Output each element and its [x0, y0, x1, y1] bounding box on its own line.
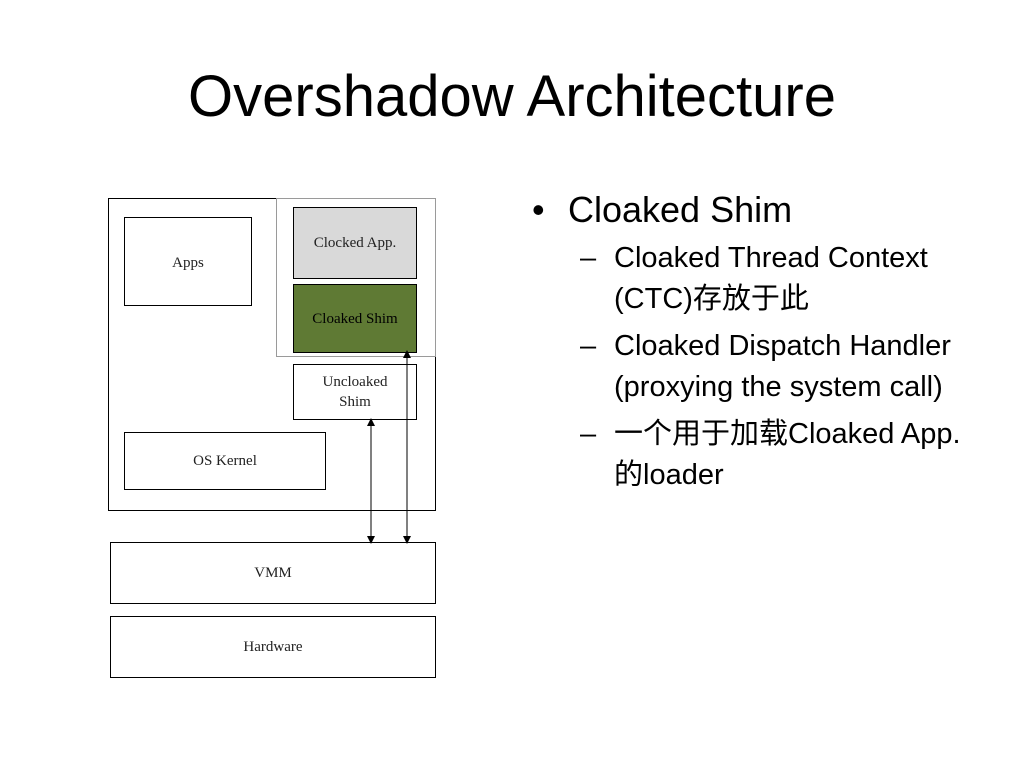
sub-bullet-3: – 一个用于加载Cloaked App.的loader	[580, 414, 972, 496]
bullet-dot-icon: •	[532, 189, 545, 230]
bullet-main: • Cloaked Shim	[532, 188, 972, 232]
bullet-main-text: Cloaked Shim	[568, 189, 793, 230]
dash-icon: –	[580, 330, 597, 362]
cloaked-region	[276, 198, 436, 357]
slide-title: Overshadow Architecture	[188, 64, 836, 129]
vmm-box: VMM	[110, 542, 436, 604]
bullet-list: • Cloaked Shim – Cloaked Thread Context …	[532, 188, 972, 496]
sub-bullet-text: Cloaked Thread Context (CTC)存放于此	[614, 242, 928, 315]
sub-bullet-text: Cloaked Dispatch Handler (proxying the s…	[614, 330, 951, 403]
clocked-app-box: Clocked App.	[293, 207, 417, 279]
sub-bullet-2: – Cloaked Dispatch Handler (proxying the…	[580, 326, 972, 408]
cloaked-shim-box: Cloaked Shim	[293, 284, 417, 353]
dash-icon: –	[580, 418, 597, 450]
hardware-box: Hardware	[110, 616, 436, 678]
sub-bullet-text: 一个用于加载Cloaked App.的loader	[614, 418, 961, 491]
os-kernel-box: OS Kernel	[124, 432, 326, 490]
dash-icon: –	[580, 242, 597, 274]
sub-bullet-1: – Cloaked Thread Context (CTC)存放于此	[580, 238, 972, 320]
uncloaked-shim-box: Uncloaked Shim	[293, 364, 417, 420]
apps-box: Apps	[124, 217, 252, 306]
